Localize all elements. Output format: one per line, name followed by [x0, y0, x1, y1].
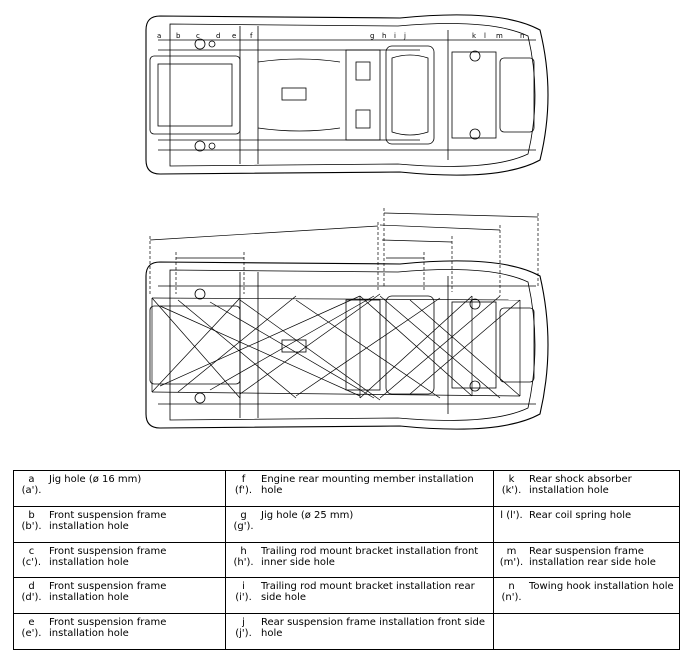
legend-cell: h(h'). Trailing rod mount bracket install… [225, 541, 494, 579]
legend-letter: m [506, 545, 517, 557]
legend-description: Front suspension frame installation hole [49, 617, 167, 640]
legend-letter: d [28, 581, 35, 593]
legend-prime: (a'). [21, 485, 42, 496]
legend-prime: (h'). [233, 556, 254, 568]
legend-letter: b [28, 509, 35, 521]
legend-cell: c(c'). Front suspension frame installatio… [13, 541, 226, 579]
point-label: f [250, 32, 253, 40]
point-label: g [370, 32, 374, 40]
legend-prime: (g'). [233, 520, 254, 532]
legend-description: Front suspension frame installation hole [49, 509, 167, 532]
point-label: k [472, 32, 477, 40]
diagonal-measurement-lines [151, 293, 521, 401]
legend-description: Rear coil spring hole [529, 509, 632, 521]
legend-prime: (j'). [235, 628, 252, 640]
legend-letter: e [28, 617, 35, 629]
legend-prime: l (l'). [500, 509, 523, 521]
legend-cell: b(b'). Front suspension frame installatio… [13, 505, 226, 543]
underbody-top-view [145, 14, 549, 176]
legend-cell: j(j'). Rear suspension frame installation… [225, 613, 494, 650]
legend-row: e(e'). Front suspension frame installatio… [13, 613, 680, 650]
legend-description: Jig hole (ø 25 mm) [261, 509, 354, 521]
legend-prime: (n'). [501, 592, 522, 604]
legend-letter: k [508, 474, 515, 485]
point-label: h [382, 32, 386, 40]
legend-row: d(d'). Front suspension frame installatio… [13, 577, 680, 615]
legend-description: Rear suspension frame installation rear … [529, 545, 656, 568]
legend-letter: f [241, 474, 246, 485]
legend-cell: k(k'). Rear shock absorber installation h… [493, 470, 680, 507]
legend-cell: a(a'). Jig hole (ø 16 mm) [13, 470, 226, 507]
legend-description: Front suspension frame installation hole [49, 581, 167, 604]
legend-table: a(a'). Jig hole (ø 16 mm) f(f'). Engine rea… [13, 470, 680, 650]
legend-prime: (e'). [21, 628, 42, 640]
legend-letter: h [240, 545, 247, 557]
legend-row: a(a'). Jig hole (ø 16 mm) f(f'). Engine rea… [13, 470, 680, 507]
legend-cell: l (l'). Rear coil spring hole [493, 505, 680, 543]
legend-letter: c [28, 545, 35, 557]
legend-description: Rear suspension frame installation front… [261, 617, 485, 640]
legend-prime: (d'). [21, 592, 42, 604]
legend-description: Jig hole (ø 16 mm) [49, 474, 142, 485]
point-label: e [232, 32, 236, 40]
legend-letter: g [240, 509, 247, 521]
legend-letter: a [28, 474, 35, 485]
legend-description: Engine rear mounting member installation… [261, 474, 474, 496]
legend-cell: e(e'). Front suspension frame installatio… [13, 613, 226, 650]
legend-description: Rear shock absorber installation hole [529, 474, 632, 496]
point-label: j [403, 32, 406, 40]
legend-description: Trailing rod mount bracket installation … [261, 581, 475, 604]
legend-row: b(b'). Front suspension frame installatio… [13, 505, 680, 543]
legend-cell: f(f'). Engine rear mounting member instal… [225, 470, 494, 507]
underbody-diagram: a b c d e f g h i j k l m n [145, 14, 549, 430]
legend-cell [493, 613, 680, 650]
legend-cell: i(i'). Trailing rod mount bracket install… [225, 577, 494, 615]
point-label: c [196, 32, 200, 40]
legend-description: Towing hook installation hole [529, 581, 674, 593]
legend-letter: n [508, 581, 515, 593]
legend-cell: m(m'). Rear suspension frame installation… [493, 541, 680, 579]
point-label: i [394, 32, 396, 40]
legend-cell: n(n'). Towing hook installation hole [493, 577, 680, 615]
underbody-bottom-view [145, 260, 549, 430]
legend-prime: (f'). [234, 485, 253, 496]
legend-cell: g(g'). Jig hole (ø 25 mm) [225, 505, 494, 543]
legend-letter: i [242, 581, 245, 593]
legend-prime: (i'). [235, 592, 252, 604]
legend-prime: (m'). [499, 556, 524, 568]
legend-prime: (c'). [21, 556, 42, 568]
point-label: n [520, 32, 524, 40]
legend-cell: d(d'). Front suspension frame installatio… [13, 577, 226, 615]
legend-description: Front suspension frame installation hole [49, 545, 167, 568]
legend-prime: (b'). [21, 520, 42, 532]
point-labels-top: a b c d e f g h i j k l m n [157, 32, 524, 40]
point-label: l [484, 32, 486, 40]
legend-row: c(c'). Front suspension frame installatio… [13, 541, 680, 579]
dimension-lines [149, 208, 539, 296]
legend-prime: (k'). [501, 485, 522, 496]
point-label: m [496, 32, 503, 40]
point-label: d [216, 32, 220, 40]
point-label: b [176, 32, 181, 40]
legend-description: Trailing rod mount bracket installation … [261, 545, 479, 568]
point-label: a [157, 32, 161, 40]
legend-letter: j [242, 617, 245, 629]
